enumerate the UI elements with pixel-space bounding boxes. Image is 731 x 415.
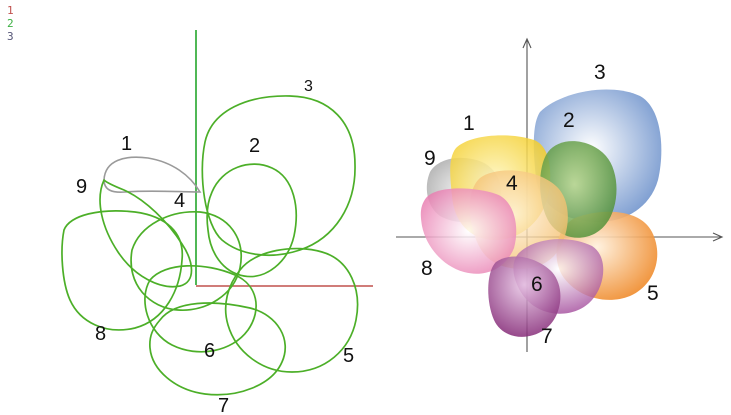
left-label-8: 8 — [95, 323, 106, 345]
right-label-6: 6 — [531, 273, 543, 296]
left-region-3-outline — [202, 96, 355, 255]
right-blob-diagram: 1 2 3 4 5 6 7 8 9 — [396, 39, 722, 352]
left-outline-diagram: 1 2 3 4 5 6 7 8 9 — [62, 30, 373, 415]
right-label-1: 1 — [463, 112, 475, 135]
right-label-8: 8 — [421, 257, 433, 280]
right-label-3: 3 — [594, 61, 606, 84]
left-region-7-outline — [150, 303, 285, 395]
left-label-1: 1 — [121, 133, 132, 155]
left-label-3: 3 — [304, 78, 313, 95]
left-label-4: 4 — [174, 190, 185, 212]
left-label-9: 9 — [76, 176, 87, 198]
left-label-6: 6 — [204, 340, 215, 362]
right-label-9: 9 — [424, 147, 436, 170]
right-label-5: 5 — [647, 282, 659, 305]
left-region-4-outline — [131, 212, 241, 310]
left-region-5-outline — [226, 249, 358, 372]
right-label-4: 4 — [506, 172, 518, 195]
left-label-5: 5 — [343, 345, 354, 367]
right-label-7: 7 — [541, 325, 553, 348]
right-label-2: 2 — [563, 109, 575, 132]
left-label-7: 7 — [218, 395, 229, 415]
left-label-2: 2 — [249, 135, 260, 157]
left-region-6-outline — [145, 266, 256, 352]
